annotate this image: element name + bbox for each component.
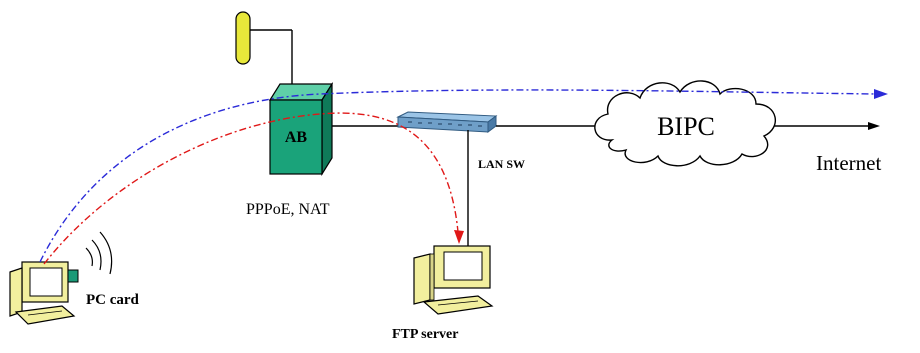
client-cpu	[9, 267, 23, 317]
lan-switch-ports	[408, 121, 482, 127]
ab-box-front	[269, 99, 323, 175]
client-screen	[29, 267, 63, 297]
pc-card-label: PC card	[86, 292, 140, 308]
pppoe-nat-label: PPPoE, NAT	[246, 201, 330, 218]
ab-box-side	[321, 81, 333, 177]
internet-arrow	[774, 122, 880, 130]
antenna-icon	[235, 11, 251, 65]
wifi-waves-icon	[85, 231, 113, 275]
blue-traffic-path	[39, 89, 879, 263]
ftp-cpu	[413, 253, 431, 305]
red-path-arrowhead	[454, 230, 464, 244]
internet-label: Internet	[816, 151, 881, 175]
cloud-icon	[594, 80, 777, 167]
client-pc	[9, 261, 79, 325]
bipc-label: BIPC	[657, 112, 715, 141]
ab-box: AB	[268, 81, 334, 177]
lan-switch	[396, 111, 498, 133]
ftp-server-pc	[413, 245, 494, 315]
ftp-keyboard	[422, 295, 494, 315]
bipc-cloud: BIPC	[594, 80, 777, 167]
pc-card-icon	[67, 269, 79, 283]
ftp-server-label: FTP server	[392, 327, 458, 342]
blue-path-arrowhead	[874, 89, 888, 99]
client-keyboard	[14, 305, 76, 325]
lan-sw-label: LAN SW	[478, 157, 525, 171]
ftp-screen	[443, 251, 483, 281]
ab-label: AB	[285, 129, 308, 146]
red-traffic-path	[43, 112, 459, 265]
